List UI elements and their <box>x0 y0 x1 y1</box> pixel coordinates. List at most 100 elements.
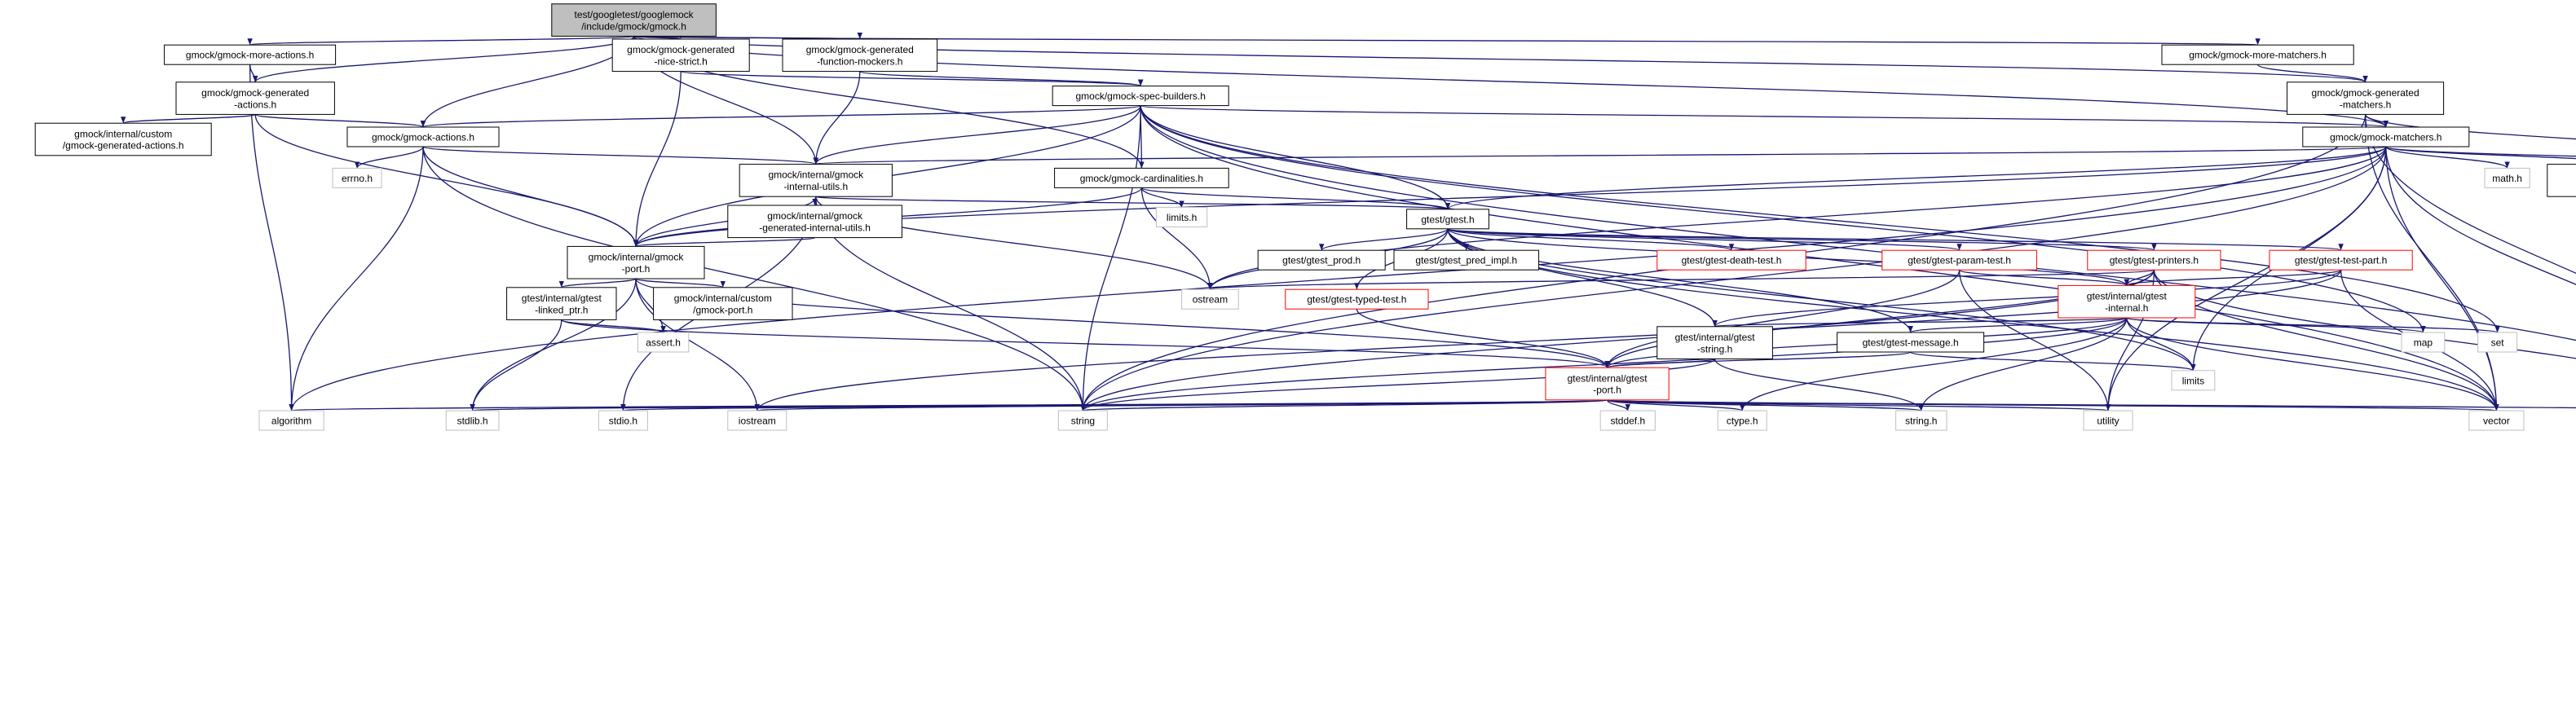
node-gtest_prod-box <box>1257 249 1386 271</box>
node-stddef-label: stddef.h <box>1610 416 1645 427</box>
node-custom_gen_act[interactable]: gmock/internal/custom/gmock-generated-ac… <box>34 122 212 156</box>
node-spec[interactable]: gmock/gmock-spec-builders.h <box>1052 86 1229 107</box>
node-card[interactable]: gmock/gmock-cardinalities.h <box>1054 167 1229 188</box>
node-typed[interactable]: gtest/gtest-typed-test.h <box>1285 288 1429 310</box>
node-custom_match[interactable]: gmock/internal/custom/gmock-matchers.h <box>2547 164 2576 197</box>
edge-param-to-gt_port <box>1604 270 1961 368</box>
node-death[interactable]: gtest/gtest-death-test.h <box>1656 249 1806 271</box>
node-linked_ptr-box <box>506 287 617 320</box>
node-string_h[interactable]: string.h <box>1895 410 1947 431</box>
edge-spec-to-matchers <box>1140 104 2388 128</box>
node-ostream[interactable]: ostream <box>1181 288 1239 310</box>
edge-gmock-to-more_match <box>633 35 2259 46</box>
node-errno[interactable]: errno.h <box>332 167 382 188</box>
node-set[interactable]: set <box>2477 332 2518 353</box>
node-gen_actions[interactable]: gmock/gmock-generated-actions.h <box>175 81 335 115</box>
edge-gt_internal-to-string <box>1080 317 2128 412</box>
edge-spec-to-set <box>1140 105 2500 333</box>
node-gen_match-box <box>2287 81 2445 115</box>
edge-card-to-limits_h <box>1140 187 1184 208</box>
node-assert[interactable]: assert.h <box>637 332 690 353</box>
node-death-label: gtest/gtest-death-test.h <box>1682 255 1782 266</box>
node-gt_port[interactable]: gtest/internal/gtest-port.h <box>1545 367 1670 401</box>
node-string[interactable]: string <box>1057 410 1108 431</box>
node-more_actions[interactable]: gmock/gmock-more-actions.h <box>164 44 337 65</box>
node-algorithm[interactable]: algorithm <box>258 410 324 431</box>
node-limits[interactable]: limits <box>2171 370 2216 391</box>
node-stddef[interactable]: stddef.h <box>1599 410 1656 431</box>
node-linked_ptr[interactable]: gtest/internal/gtest-linked_ptr.h <box>506 287 617 320</box>
node-vector-label: vector <box>2483 416 2510 427</box>
node-actions[interactable]: gmock/gmock-actions.h <box>346 126 500 147</box>
node-gt_port-box <box>1545 367 1670 401</box>
node-spec-label: gmock/gmock-spec-builders.h <box>1075 90 1205 102</box>
node-param[interactable]: gtest/gtest-param-test.h <box>1881 249 2037 271</box>
node-gmock[interactable]: test/googletest/googlemock/include/gmock… <box>551 3 717 37</box>
node-gt_string[interactable]: gtest/internal/gtest-string.h <box>1656 326 1773 359</box>
node-param-box <box>1881 249 2037 271</box>
node-more_match-box <box>2161 44 2354 65</box>
edge-matchers-to-gtest <box>1445 146 2387 210</box>
node-ctype[interactable]: ctype.h <box>1717 410 1767 431</box>
node-stdlib[interactable]: stdlib.h <box>445 410 500 431</box>
edge-gen_fmock-to-int_utils <box>813 71 861 165</box>
node-custom_port[interactable]: gmock/internal/custom/gmock-port.h <box>653 287 793 320</box>
edge-gt_internal-to-gt_string <box>1713 317 2128 328</box>
node-gmock-label: test/googletest/googlemock <box>575 9 695 20</box>
node-vector-box <box>2468 410 2525 431</box>
edge-gmock_port-to-stdlib <box>470 278 637 412</box>
node-gtest_prod[interactable]: gtest/gtest_prod.h <box>1257 249 1386 271</box>
node-more_match[interactable]: gmock/gmock-more-matchers.h <box>2161 44 2354 65</box>
node-map[interactable]: map <box>2401 332 2446 353</box>
node-algorithm-box <box>258 410 324 431</box>
node-limits_h[interactable]: limits.h <box>1155 206 1208 227</box>
node-spec-box <box>1052 86 1229 107</box>
node-actions-box <box>346 126 500 147</box>
node-gtest[interactable]: gtest/gtest.h <box>1406 209 1489 230</box>
node-gt_internal[interactable]: gtest/internal/gtest-internal.h <box>2058 284 2196 319</box>
edge-matchers-to-iterator <box>2385 146 2576 157</box>
node-testpart[interactable]: gtest/gtest-test-part.h <box>2269 249 2413 271</box>
edge-testpart-to-gt_internal <box>2124 269 2342 287</box>
node-printers-box <box>2087 249 2221 271</box>
node-int_utils[interactable]: gmock/internal/gmock-internal-utils.h <box>739 164 893 197</box>
edge-gt_internal-to-vector <box>2126 317 2499 412</box>
node-stdlib-label: stdlib.h <box>457 416 488 427</box>
node-gen_fmock[interactable]: gmock/gmock-generated-function-mockers.h <box>782 38 938 73</box>
edge-matchers-to-algorithm <box>289 146 2387 412</box>
node-matchers[interactable]: gmock/gmock-matchers.h <box>2302 126 2470 147</box>
edge-gt_port-to-ctype <box>1606 399 1745 412</box>
node-gtest_pred[interactable]: gtest/gtest_pred_impl.h <box>1393 249 1540 271</box>
node-gen_match[interactable]: gmock/gmock-generated-matchers.h <box>2287 81 2445 115</box>
node-vector[interactable]: vector <box>2468 410 2525 431</box>
edge-gt_string-to-string_h <box>1714 359 1924 412</box>
edge-typed-to-gt_port <box>1356 309 1610 368</box>
node-message[interactable]: gtest/gtest-message.h <box>1837 332 1985 353</box>
node-iostream-label: iostream <box>739 416 776 427</box>
node-limits_h-box <box>1155 206 1208 227</box>
node-gmock_port[interactable]: gmock/internal/gmock-port.h <box>567 245 705 279</box>
node-iostream-box <box>727 410 787 431</box>
node-gt_port-label: -port.h <box>1593 385 1621 396</box>
node-gen_match-label: gmock/gmock-generated <box>2312 87 2419 99</box>
node-card-box <box>1054 167 1229 188</box>
edge-gt_internal-to-string_h <box>1918 317 2128 412</box>
node-gen_nice[interactable]: gmock/gmock-generated-nice-strict.h <box>611 38 750 73</box>
edge-gt_internal-to-ctype <box>1740 317 2128 412</box>
node-math-box <box>2484 167 2530 188</box>
node-gen_actions-label: -actions.h <box>234 99 276 110</box>
node-set-label: set <box>2491 337 2505 349</box>
node-stdio[interactable]: stdio.h <box>598 410 648 431</box>
node-iostream[interactable]: iostream <box>727 410 787 431</box>
node-math[interactable]: math.h <box>2484 167 2530 188</box>
edge-gtest-to-message <box>1447 228 1913 333</box>
node-gt_internal-label: gtest/internal/gtest <box>2087 291 2168 302</box>
node-gen_int_utils[interactable]: gmock/internal/gmock-generated-internal-… <box>727 205 902 239</box>
node-utility[interactable]: utility <box>2083 410 2133 431</box>
node-printers[interactable]: gtest/gtest-printers.h <box>2087 249 2221 271</box>
edge-gen_actions-to-actions <box>254 113 426 128</box>
edge-gt_internal-to-map <box>2126 317 2426 333</box>
node-param-label: gtest/gtest-param-test.h <box>1908 255 2011 266</box>
